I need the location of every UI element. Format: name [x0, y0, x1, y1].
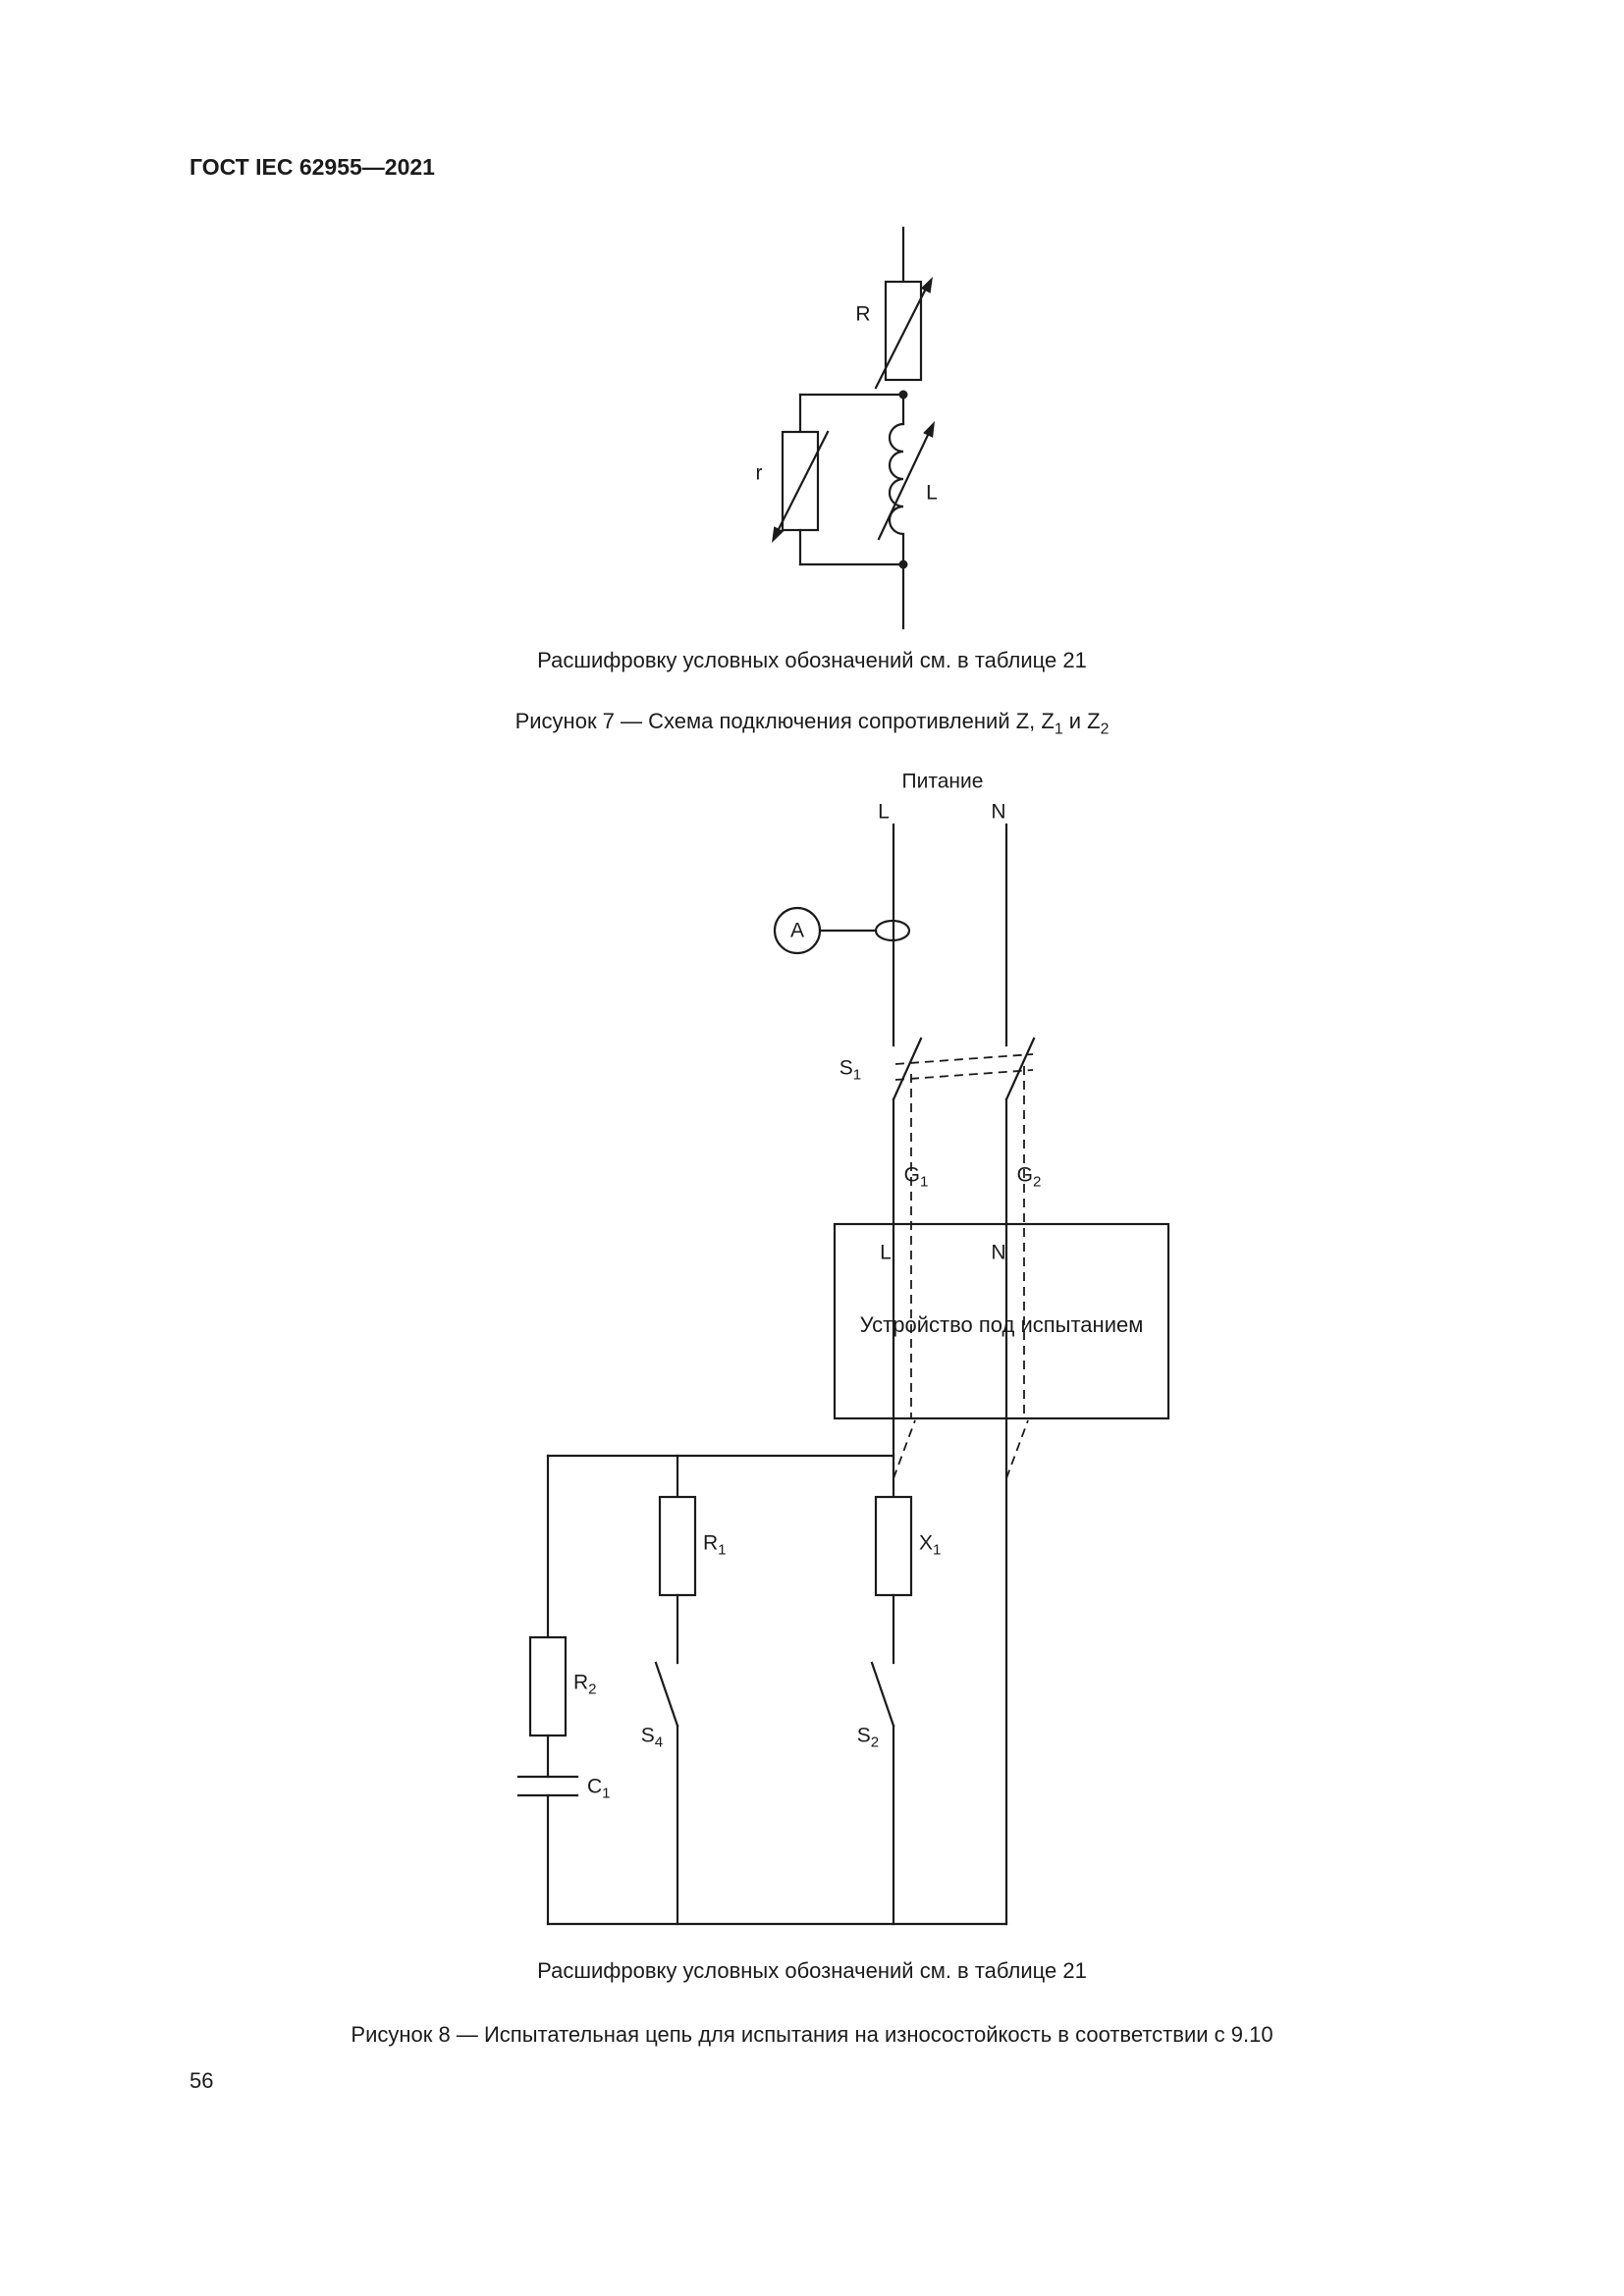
terminal-g1-label: G1: [903, 1163, 929, 1191]
switch-s4-label: S4: [640, 1724, 664, 1751]
dut-l-label: L: [880, 1241, 892, 1264]
resistor-r-body: [781, 430, 820, 532]
figure8-caption: Рисунок 8 — Испытательная цепь для испыт…: [351, 2022, 1273, 2047]
switch-s1-label: S1: [839, 1056, 862, 1084]
switch-s2-blade: [870, 1661, 895, 1728]
dut-dashed-contact-n: [1005, 1419, 1029, 1479]
switch-s1-blade-n: [1004, 1037, 1036, 1101]
resistor-R-arrowhead: [920, 277, 933, 294]
resistor-r2-body: [528, 1635, 568, 1737]
resistor-r2-label: R2: [573, 1671, 597, 1698]
figure8-note: Расшифровку условных обозначений см. в т…: [537, 1958, 1087, 1983]
inductor-L-coil: [888, 422, 905, 536]
s1-linkage-dashed-1: [894, 1053, 1034, 1065]
dut-n-label: N: [991, 1241, 1006, 1264]
reactor-x1-label: X1: [919, 1531, 942, 1559]
figure7-circuit: [772, 226, 935, 630]
resistor-r-arrow-shaft: [775, 430, 830, 535]
resistor-r1-label: R1: [703, 1531, 727, 1559]
capacitor-c1-label: C1: [587, 1775, 611, 1802]
switch-s2-label: S2: [856, 1724, 880, 1751]
resistor-R-arrow-shaft: [874, 285, 929, 390]
resistor-r-arrowhead: [772, 526, 785, 543]
dut-dashed-contact-l: [893, 1419, 916, 1479]
resistor-r1-body: [658, 1495, 697, 1597]
document-header: ГОСТ IEC 62955—2021: [189, 154, 435, 180]
switch-s1-blade-l: [892, 1037, 923, 1101]
resistor-r-label: r: [755, 461, 763, 485]
supply-label: Питание: [901, 770, 984, 793]
inductor-L-label: L: [926, 481, 938, 505]
reactor-x1-body: [874, 1495, 913, 1597]
dut-box: [833, 1222, 1170, 1420]
s1-linkage-dashed-2: [894, 1069, 1034, 1081]
dut-title: Устройство под испытанием: [859, 1312, 1144, 1337]
inductor-L-arrow-shaft: [877, 431, 931, 541]
resistor-R-label: R: [855, 302, 871, 326]
page-number: 56: [189, 2068, 214, 2093]
figure7-note: Расшифровку условных обозначений см. в т…: [537, 648, 1087, 672]
current-transformer: [874, 919, 911, 942]
figure8-circuit: [516, 823, 1170, 1926]
terminal-g2-label: G2: [1016, 1163, 1042, 1191]
ammeter-label: A: [789, 919, 805, 942]
resistor-R-body: [884, 280, 923, 382]
inductor-L-arrowhead: [923, 421, 935, 438]
line-n-label: N: [991, 800, 1006, 824]
switch-s4-blade: [654, 1661, 679, 1728]
figure7-caption: Рисунок 7 — Схема подключения сопротивле…: [514, 709, 1110, 738]
line-l-label: L: [878, 800, 890, 824]
